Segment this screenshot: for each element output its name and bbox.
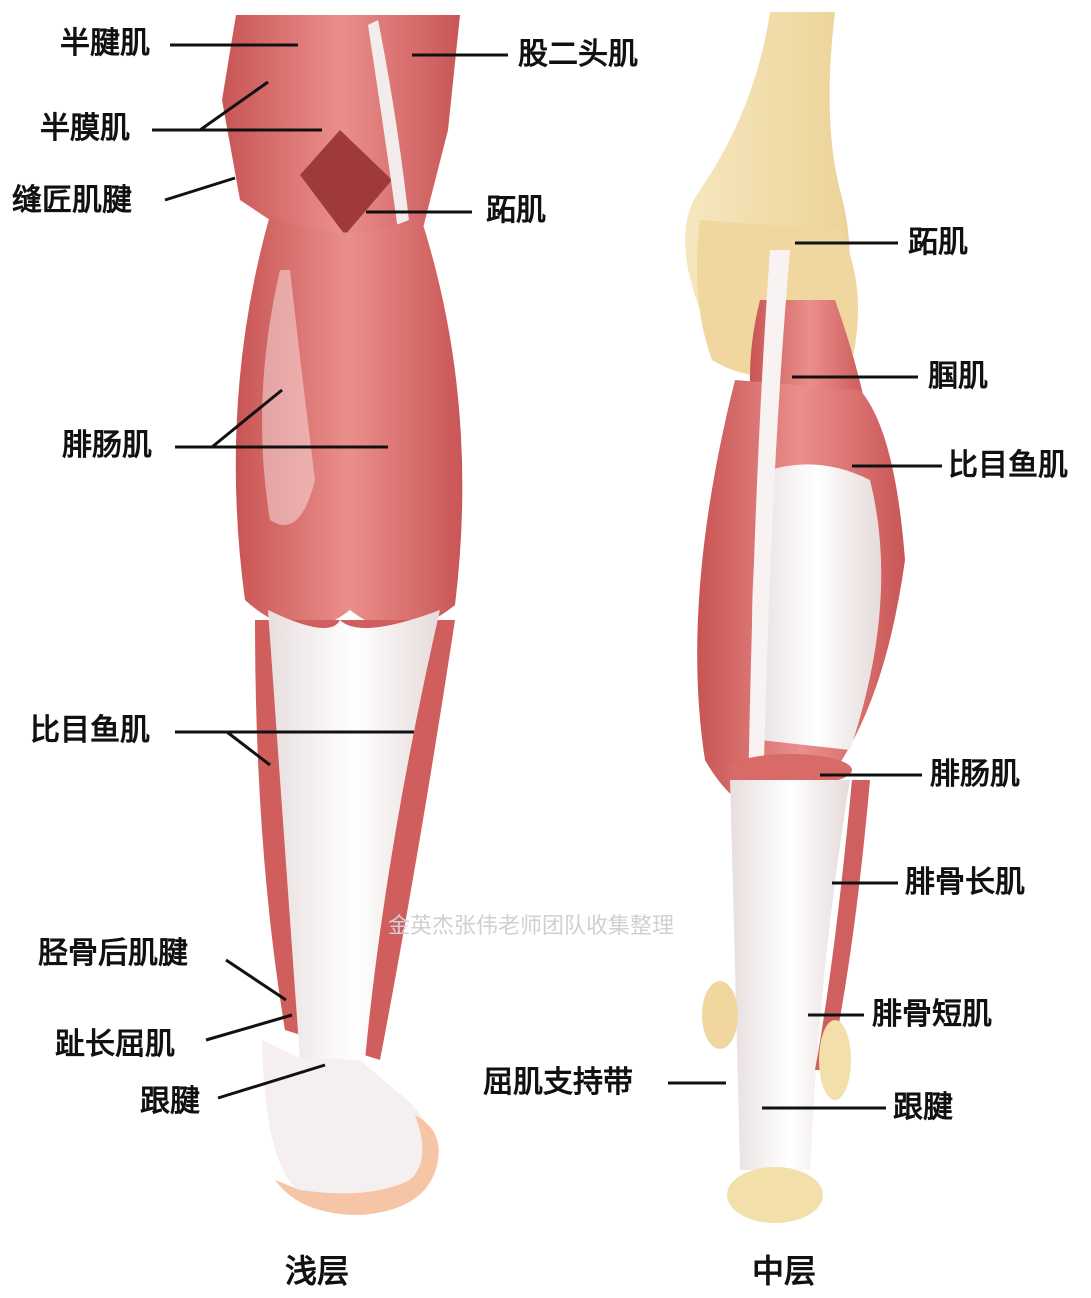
caption-superficial: 浅层 <box>285 1255 349 1287</box>
label-gastrocnemius-right: 腓肠肌 <box>930 760 1020 790</box>
label-biceps-femoris: 股二头肌 <box>518 40 638 70</box>
label-flexor-retinaculum: 屈肌支持带 <box>483 1068 633 1098</box>
label-soleus-right: 比目鱼肌 <box>948 451 1068 481</box>
label-sartorius-tendon: 缝匠肌腱 <box>12 186 132 216</box>
label-popliteus: 腘肌 <box>928 362 988 392</box>
malleolus-bone <box>702 981 738 1049</box>
label-achilles-tendon-left: 跟腱 <box>140 1087 200 1117</box>
caption-middle-layer: 中层 <box>752 1255 816 1287</box>
label-plantaris-left: 跖肌 <box>486 196 546 226</box>
label-achilles-tendon-right: 跟腱 <box>893 1093 953 1123</box>
heel <box>262 1040 431 1201</box>
calcaneus-bone <box>727 1167 823 1223</box>
label-semitendinosus: 半腱肌 <box>60 29 150 59</box>
label-semimembranosus: 半膜肌 <box>40 114 130 144</box>
lateral-malleolus-bone <box>819 1020 851 1100</box>
label-peroneus-brevis: 腓骨短肌 <box>872 1000 992 1030</box>
watermark-text: 金英杰张伟老师团队收集整理 <box>388 908 674 940</box>
label-flexor-digitorum-longus: 趾长屈肌 <box>55 1030 175 1060</box>
superficial-leg <box>222 15 462 1215</box>
label-gastrocnemius-left: 腓肠肌 <box>62 431 152 461</box>
middle-layer-leg <box>685 12 905 1223</box>
label-tibialis-posterior-tendon: 胫骨后肌腱 <box>38 939 188 969</box>
label-soleus-left: 比目鱼肌 <box>30 716 150 746</box>
label-plantaris-right: 跖肌 <box>908 228 968 258</box>
label-peroneus-longus: 腓骨长肌 <box>905 868 1025 898</box>
